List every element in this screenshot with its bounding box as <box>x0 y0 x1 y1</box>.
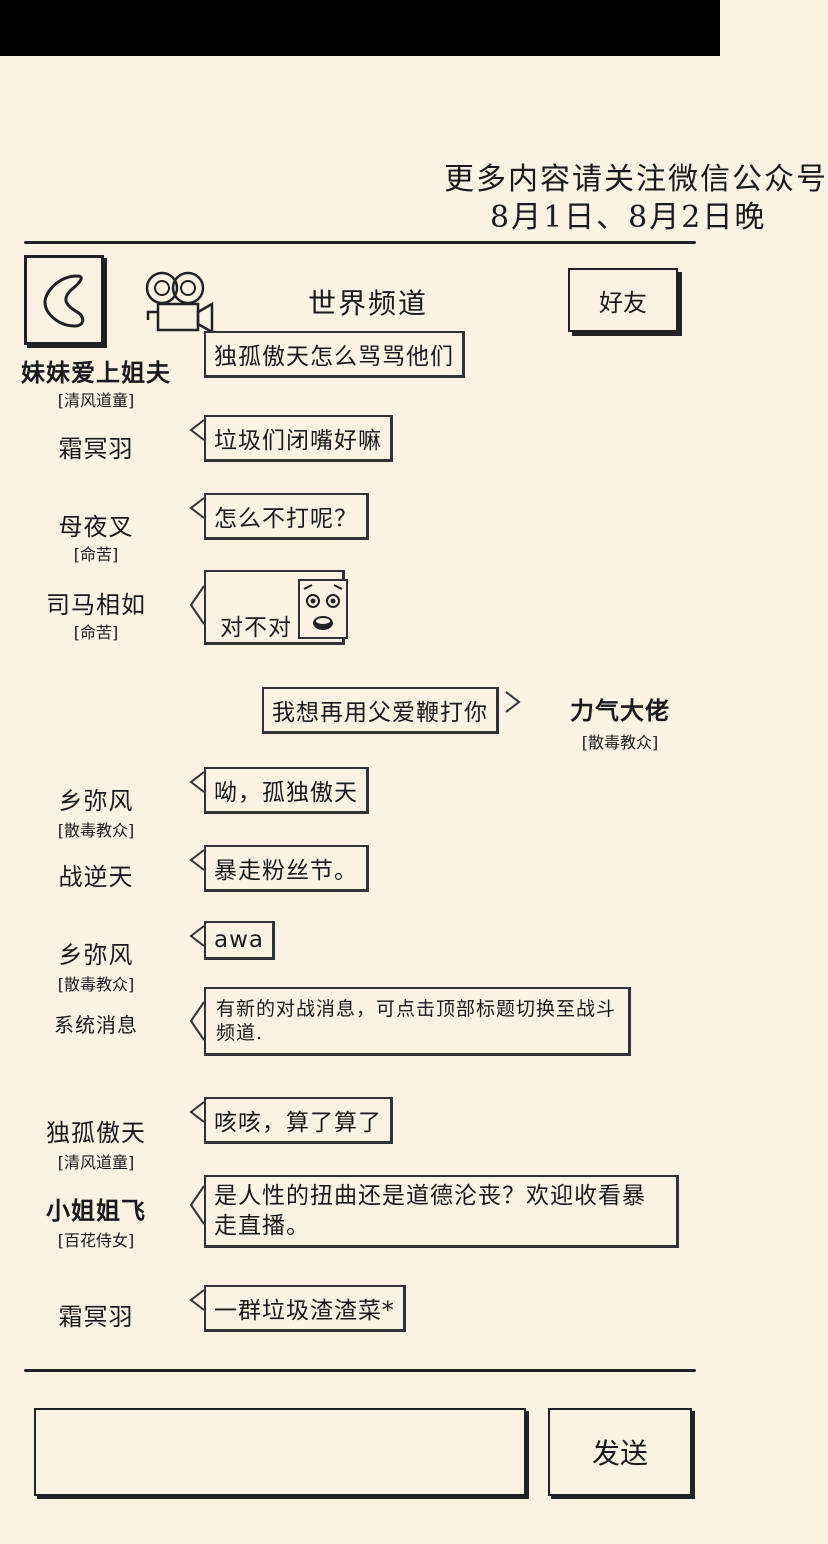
message-bubble: 咳咳，算了算了 <box>204 1097 393 1144</box>
message-bubble: 一群垃圾渣渣菜* <box>204 1285 406 1332</box>
top-divider <box>24 241 696 244</box>
system-message-bubble[interactable]: 有新的对战消息，可点击顶部标题切换至战斗频道. <box>204 987 631 1056</box>
video-camera-icon[interactable] <box>140 268 220 338</box>
system-message-label: 系统消息 <box>54 1013 138 1037</box>
message-bubble: 是人性的扭曲还是道德沦丧？欢迎收看暴走直播。 <box>204 1175 679 1248</box>
sender-name[interactable]: 力气大佬 <box>570 696 670 725</box>
friends-button[interactable]: 好友 <box>568 268 678 332</box>
bubble-tail <box>189 925 205 947</box>
bubble-tail <box>189 419 205 441</box>
sender-name[interactable]: 战逆天 <box>58 863 134 891</box>
announcement-banner: 更多内容请关注微信公众号 8月1日、8月2日晚 <box>0 150 826 235</box>
sender-title: [命苦] <box>73 623 119 642</box>
sender-name[interactable]: 小姐姐飞 <box>46 1196 146 1225</box>
announcement-line-2: 8月1日、8月2日晚 <box>490 200 767 235</box>
sender-title: [散毒教众] <box>57 821 135 840</box>
message-bubble: 呦，孤独傲天 <box>204 767 369 814</box>
sender-title: [清风道童] <box>57 1153 135 1172</box>
bubble-tail <box>189 771 205 793</box>
sender-name[interactable]: 乡弥风 <box>58 941 134 969</box>
channel-title[interactable]: 世界频道 <box>308 287 429 320</box>
sender-title: [百花侍女] <box>57 1231 135 1250</box>
sender-title: [散毒教众] <box>57 975 135 994</box>
sender-name[interactable]: 霜冥羽 <box>58 1303 134 1331</box>
sender-name[interactable]: 母夜叉 <box>58 513 134 541</box>
message-bubble: 垃圾们闭嘴好嘛 <box>204 415 393 462</box>
sender-title: [命苦] <box>73 545 119 564</box>
bubble-tail <box>189 849 205 871</box>
smiley-face-sticker-icon <box>298 579 348 639</box>
sender-title: [散毒教众] <box>581 733 659 752</box>
message-bubble: 暴走粉丝节。 <box>204 845 369 892</box>
back-button[interactable] <box>24 255 104 345</box>
chat-log[interactable]: 妹妹爱上姐夫 [清风道童] 独孤傲天怎么骂骂他们 霜冥羽 垃圾们闭嘴好嘛 母夜叉… <box>0 331 720 1360</box>
status-bar <box>0 0 720 56</box>
sender-name[interactable]: 妹妹爱上姐夫 <box>21 358 171 387</box>
send-button[interactable]: 发送 <box>548 1408 692 1496</box>
announcement-line-1: 更多内容请关注微信公众号 <box>444 162 828 197</box>
message-bubble: 我想再用父爱鞭打你 <box>262 687 499 734</box>
sender-name[interactable]: 独孤傲天 <box>46 1119 146 1147</box>
message-bubble: 独孤傲天怎么骂骂他们 <box>204 331 465 378</box>
bottom-divider <box>24 1369 696 1372</box>
bubble-tail <box>189 1289 205 1311</box>
sender-name[interactable]: 司马相如 <box>46 591 146 619</box>
back-arrow-icon <box>43 274 85 328</box>
sender-title: [清风道童] <box>57 391 135 410</box>
bubble-tail <box>189 1101 205 1123</box>
message-bubble-sticker: 对不对 <box>204 570 348 645</box>
bubble-tail <box>189 1185 205 1225</box>
bubble-tail <box>505 691 521 713</box>
message-text: 对不对 <box>220 615 292 641</box>
sender-name[interactable]: 乡弥风 <box>58 787 134 815</box>
bubble-tail <box>189 497 205 519</box>
message-bubble: awa <box>204 921 275 960</box>
chat-input[interactable] <box>34 1408 526 1496</box>
bubble-tail <box>189 1001 205 1041</box>
bubble-tail <box>189 585 205 625</box>
message-bubble: 怎么不打呢？ <box>204 493 369 540</box>
sender-name[interactable]: 霜冥羽 <box>58 435 134 463</box>
